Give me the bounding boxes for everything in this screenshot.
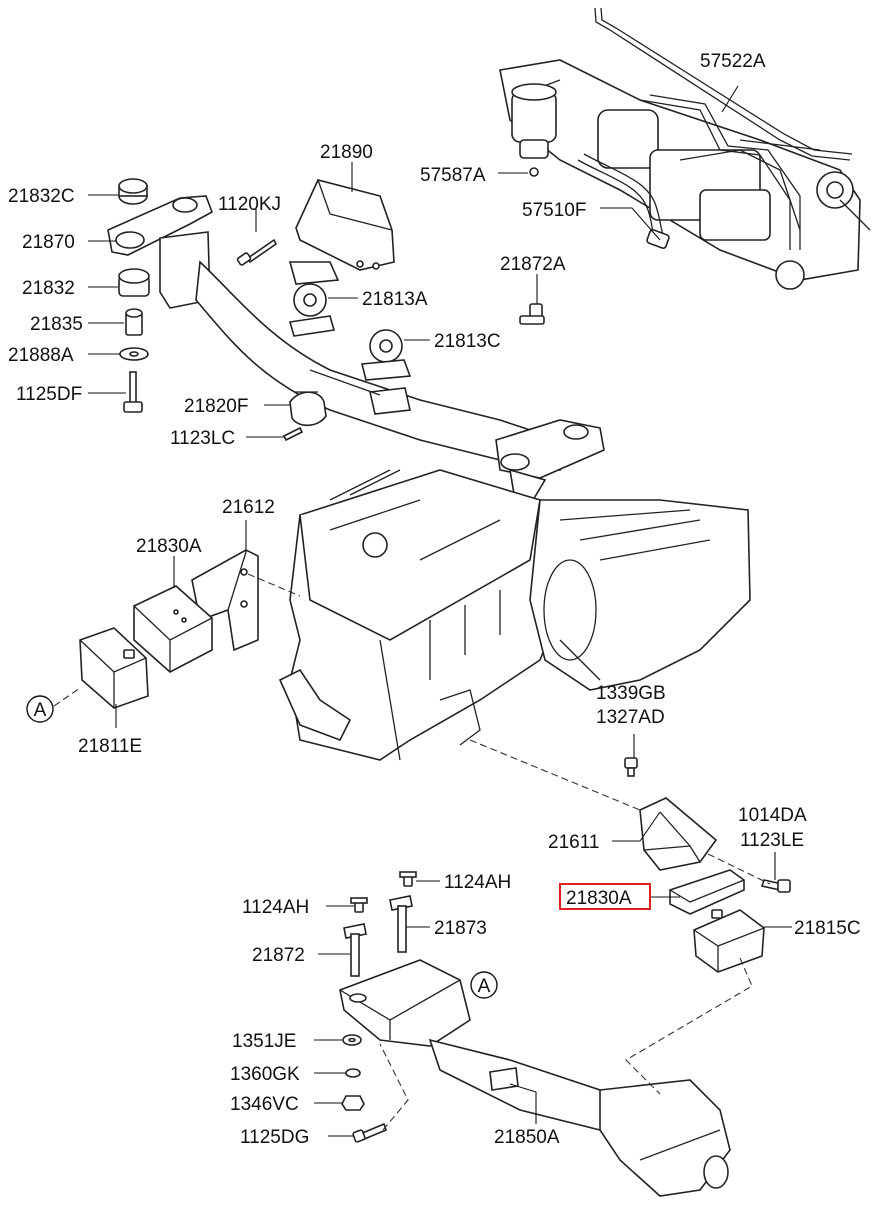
bolt-21872 <box>343 923 367 977</box>
callout-1360GK[interactable]: 1360GK <box>230 1064 300 1085</box>
insulator-21813C <box>360 329 412 381</box>
bolt-1124AH-right <box>399 871 417 887</box>
nut-1346VC <box>341 1095 365 1111</box>
callout-21813A[interactable]: 21813A <box>362 289 428 310</box>
insulator-21811E <box>79 627 149 709</box>
hose-57510F <box>577 153 670 249</box>
callout-21815C[interactable]: 21815C <box>794 918 861 939</box>
insulator-21832C <box>118 178 148 205</box>
callout-1346VC[interactable]: 1346VC <box>230 1094 299 1115</box>
svg-text:A: A <box>478 976 491 997</box>
callout-21890[interactable]: 21890 <box>320 142 373 163</box>
bolt-1124AH-left <box>350 897 368 913</box>
callout-21832[interactable]: 21832 <box>22 278 75 299</box>
reservoir-57587A <box>511 83 557 177</box>
callout-1125DG[interactable]: 1125DG <box>240 1127 309 1148</box>
callout-1339GB[interactable]: 1339GB <box>596 683 666 704</box>
transmission <box>529 499 751 691</box>
callout-21870[interactable]: 21870 <box>22 232 75 253</box>
callout-1351JE[interactable]: 1351JE <box>232 1031 296 1052</box>
callout-1120KJ[interactable]: 1120KJ <box>218 194 281 215</box>
washer-1360GK <box>345 1068 361 1078</box>
power-steering-gear-assembly <box>499 7 871 290</box>
bracket-21611 <box>639 797 718 871</box>
callout-21873[interactable]: 21873 <box>434 918 487 939</box>
washer-1351JE <box>342 1034 362 1046</box>
callout-21830A-left[interactable]: 21830A <box>136 536 202 557</box>
callout-21811E[interactable]: 21811E <box>78 736 142 757</box>
spacer-21835 <box>125 308 143 336</box>
heat-protector-21890 <box>295 179 395 271</box>
bolt-1123LC <box>282 426 304 442</box>
callout-1124AH-right[interactable]: 1124AH <box>444 872 511 893</box>
callout-21813C[interactable]: 21813C <box>434 331 501 352</box>
engine-mounting-bracket-21870 <box>107 195 213 256</box>
reference-mark-a-right: A <box>470 971 498 999</box>
bolt-1120KJ <box>236 238 278 266</box>
insulator-21830A-right <box>669 869 745 915</box>
callout-21872[interactable]: 21872 <box>252 945 305 966</box>
callout-21850A[interactable]: 21850A <box>494 1127 560 1148</box>
callout-1124AH-left[interactable]: 1124AH <box>242 897 309 918</box>
highlight-box-21830A <box>559 883 651 910</box>
callout-21611[interactable]: 21611 <box>548 832 599 853</box>
callout-57587A[interactable]: 57587A <box>420 165 486 186</box>
insulator-21830A-left <box>133 585 213 673</box>
bolt-1125DG <box>352 1122 387 1143</box>
insulator-21832 <box>118 268 150 297</box>
engine-block <box>278 469 561 761</box>
bolt-1014DA <box>760 879 791 893</box>
crossmember-21820F <box>159 231 605 506</box>
svg-text:A: A <box>34 700 47 721</box>
callout-21872A[interactable]: 21872A <box>500 254 566 275</box>
callout-21612[interactable]: 21612 <box>222 497 275 518</box>
callout-57510F[interactable]: 57510F <box>522 200 586 221</box>
callout-1014DA[interactable]: 1014DA <box>738 805 807 826</box>
bolt-21873 <box>389 895 413 953</box>
assembly-dashed-lines <box>53 573 771 1131</box>
bolt-1339GB <box>624 757 638 777</box>
reference-mark-a-left: A <box>26 695 54 723</box>
leader-lines <box>88 85 792 1137</box>
crossmember-21850A <box>339 959 731 1197</box>
callout-21835[interactable]: 21835 <box>30 314 83 335</box>
callout-21820F[interactable]: 21820F <box>184 396 248 417</box>
callout-1327AD[interactable]: 1327AD <box>596 707 665 728</box>
callout-21832C[interactable]: 21832C <box>8 186 75 207</box>
washer-21888A <box>119 347 149 361</box>
callout-21830A-highlighted[interactable]: 21830A <box>566 888 632 909</box>
insulator-21813A <box>288 283 336 337</box>
bolt-1125DF <box>123 371 143 413</box>
callout-57522A[interactable]: 57522A <box>700 51 766 72</box>
callout-1125DF[interactable]: 1125DF <box>16 384 82 405</box>
callout-21888A[interactable]: 21888A <box>8 345 74 366</box>
bolt-21872A <box>519 303 545 325</box>
stopper-21820F-part <box>289 391 327 427</box>
callout-1123LE[interactable]: 1123LE <box>740 830 804 851</box>
insulator-21815C <box>693 909 765 973</box>
callout-1123LC[interactable]: 1123LC <box>170 428 235 449</box>
callout-labels: 57522A 57587A 57510F 21832C 21870 21832 … <box>8 51 861 1148</box>
